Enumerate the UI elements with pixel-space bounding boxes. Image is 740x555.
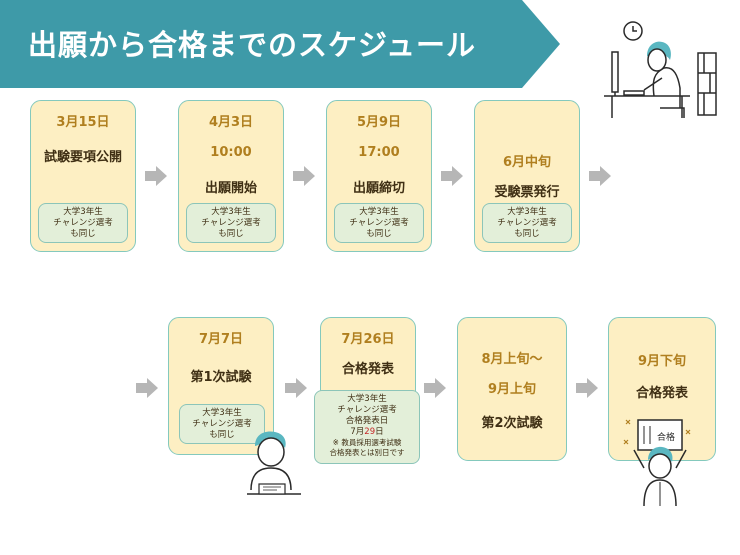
arrow-right bbox=[293, 166, 315, 186]
arrow-right bbox=[285, 378, 307, 398]
step-time: 10:00 bbox=[179, 145, 283, 160]
arrow-right bbox=[424, 378, 446, 398]
arrow-right bbox=[589, 166, 611, 186]
step-card-application-start: 4月3日 10:00 出願開始 大学3年生 チャレンジ選考 も同じ bbox=[178, 100, 284, 252]
step-date: 5月9日 bbox=[327, 111, 431, 130]
arrow-right bbox=[441, 166, 463, 186]
step-card-application-deadline: 5月9日 17:00 出願締切 大学3年生 チャレンジ選考 も同じ bbox=[326, 100, 432, 252]
step-date: 7月26日 bbox=[321, 328, 415, 347]
certificate-text: 合格 bbox=[657, 431, 675, 443]
results-date-highlight: 29 bbox=[364, 427, 375, 437]
computer-user-illustration bbox=[600, 18, 720, 122]
step-date: 7月7日 bbox=[169, 328, 273, 347]
results-date: 7月29日 bbox=[315, 427, 419, 438]
step-date: 9月下旬 bbox=[609, 350, 715, 369]
step-date: 6月中旬 bbox=[475, 151, 579, 170]
step-date: 3月15日 bbox=[31, 111, 135, 130]
exam-taker-illustration bbox=[245, 430, 305, 502]
step-label: 合格発表 bbox=[609, 382, 715, 401]
step-label: 試験要項公開 bbox=[31, 146, 135, 165]
step-note: 大学3年生 チャレンジ選考 も同じ bbox=[334, 203, 424, 243]
step-label: 合格発表 bbox=[321, 358, 415, 377]
step-note-results-date: 大学3年生 チャレンジ選考 合格発表日 7月29日 ※ 教員採用選考試験 合格発… bbox=[314, 390, 420, 464]
step-date: 4月3日 bbox=[179, 111, 283, 130]
step-card-admission-ticket: 6月中旬 受験票発行 大学3年生 チャレンジ選考 も同じ bbox=[474, 100, 580, 252]
step-card-second-exam: 8月上旬～ 9月上旬 第2次試験 bbox=[457, 317, 567, 461]
step-note: 大学3年生 チャレンジ選考 も同じ bbox=[482, 203, 572, 243]
step-label: 出願開始 bbox=[179, 177, 283, 196]
step-label: 受験票発行 bbox=[475, 181, 579, 200]
step-date-end: 9月上旬 bbox=[458, 378, 566, 397]
step-label: 第1次試験 bbox=[169, 366, 273, 385]
step-label: 第2次試験 bbox=[458, 412, 566, 431]
arrow-right bbox=[145, 166, 167, 186]
step-label: 出願締切 bbox=[327, 177, 431, 196]
page-title: 出願から合格までのスケジュール bbox=[28, 22, 476, 64]
step-note: 大学3年生 チャレンジ選考 も同じ bbox=[38, 203, 128, 243]
step-date: 8月上旬～ bbox=[458, 348, 566, 367]
arrow-right bbox=[136, 378, 158, 398]
arrow-right bbox=[576, 378, 598, 398]
step-card-exam-guidelines: 3月15日 試験要項公開 大学3年生 チャレンジ選考 も同じ bbox=[30, 100, 136, 252]
step-time: 17:00 bbox=[327, 145, 431, 160]
celebrating-person-illustration: 合格 bbox=[620, 410, 700, 510]
step-note: 大学3年生 チャレンジ選考 も同じ bbox=[186, 203, 276, 243]
